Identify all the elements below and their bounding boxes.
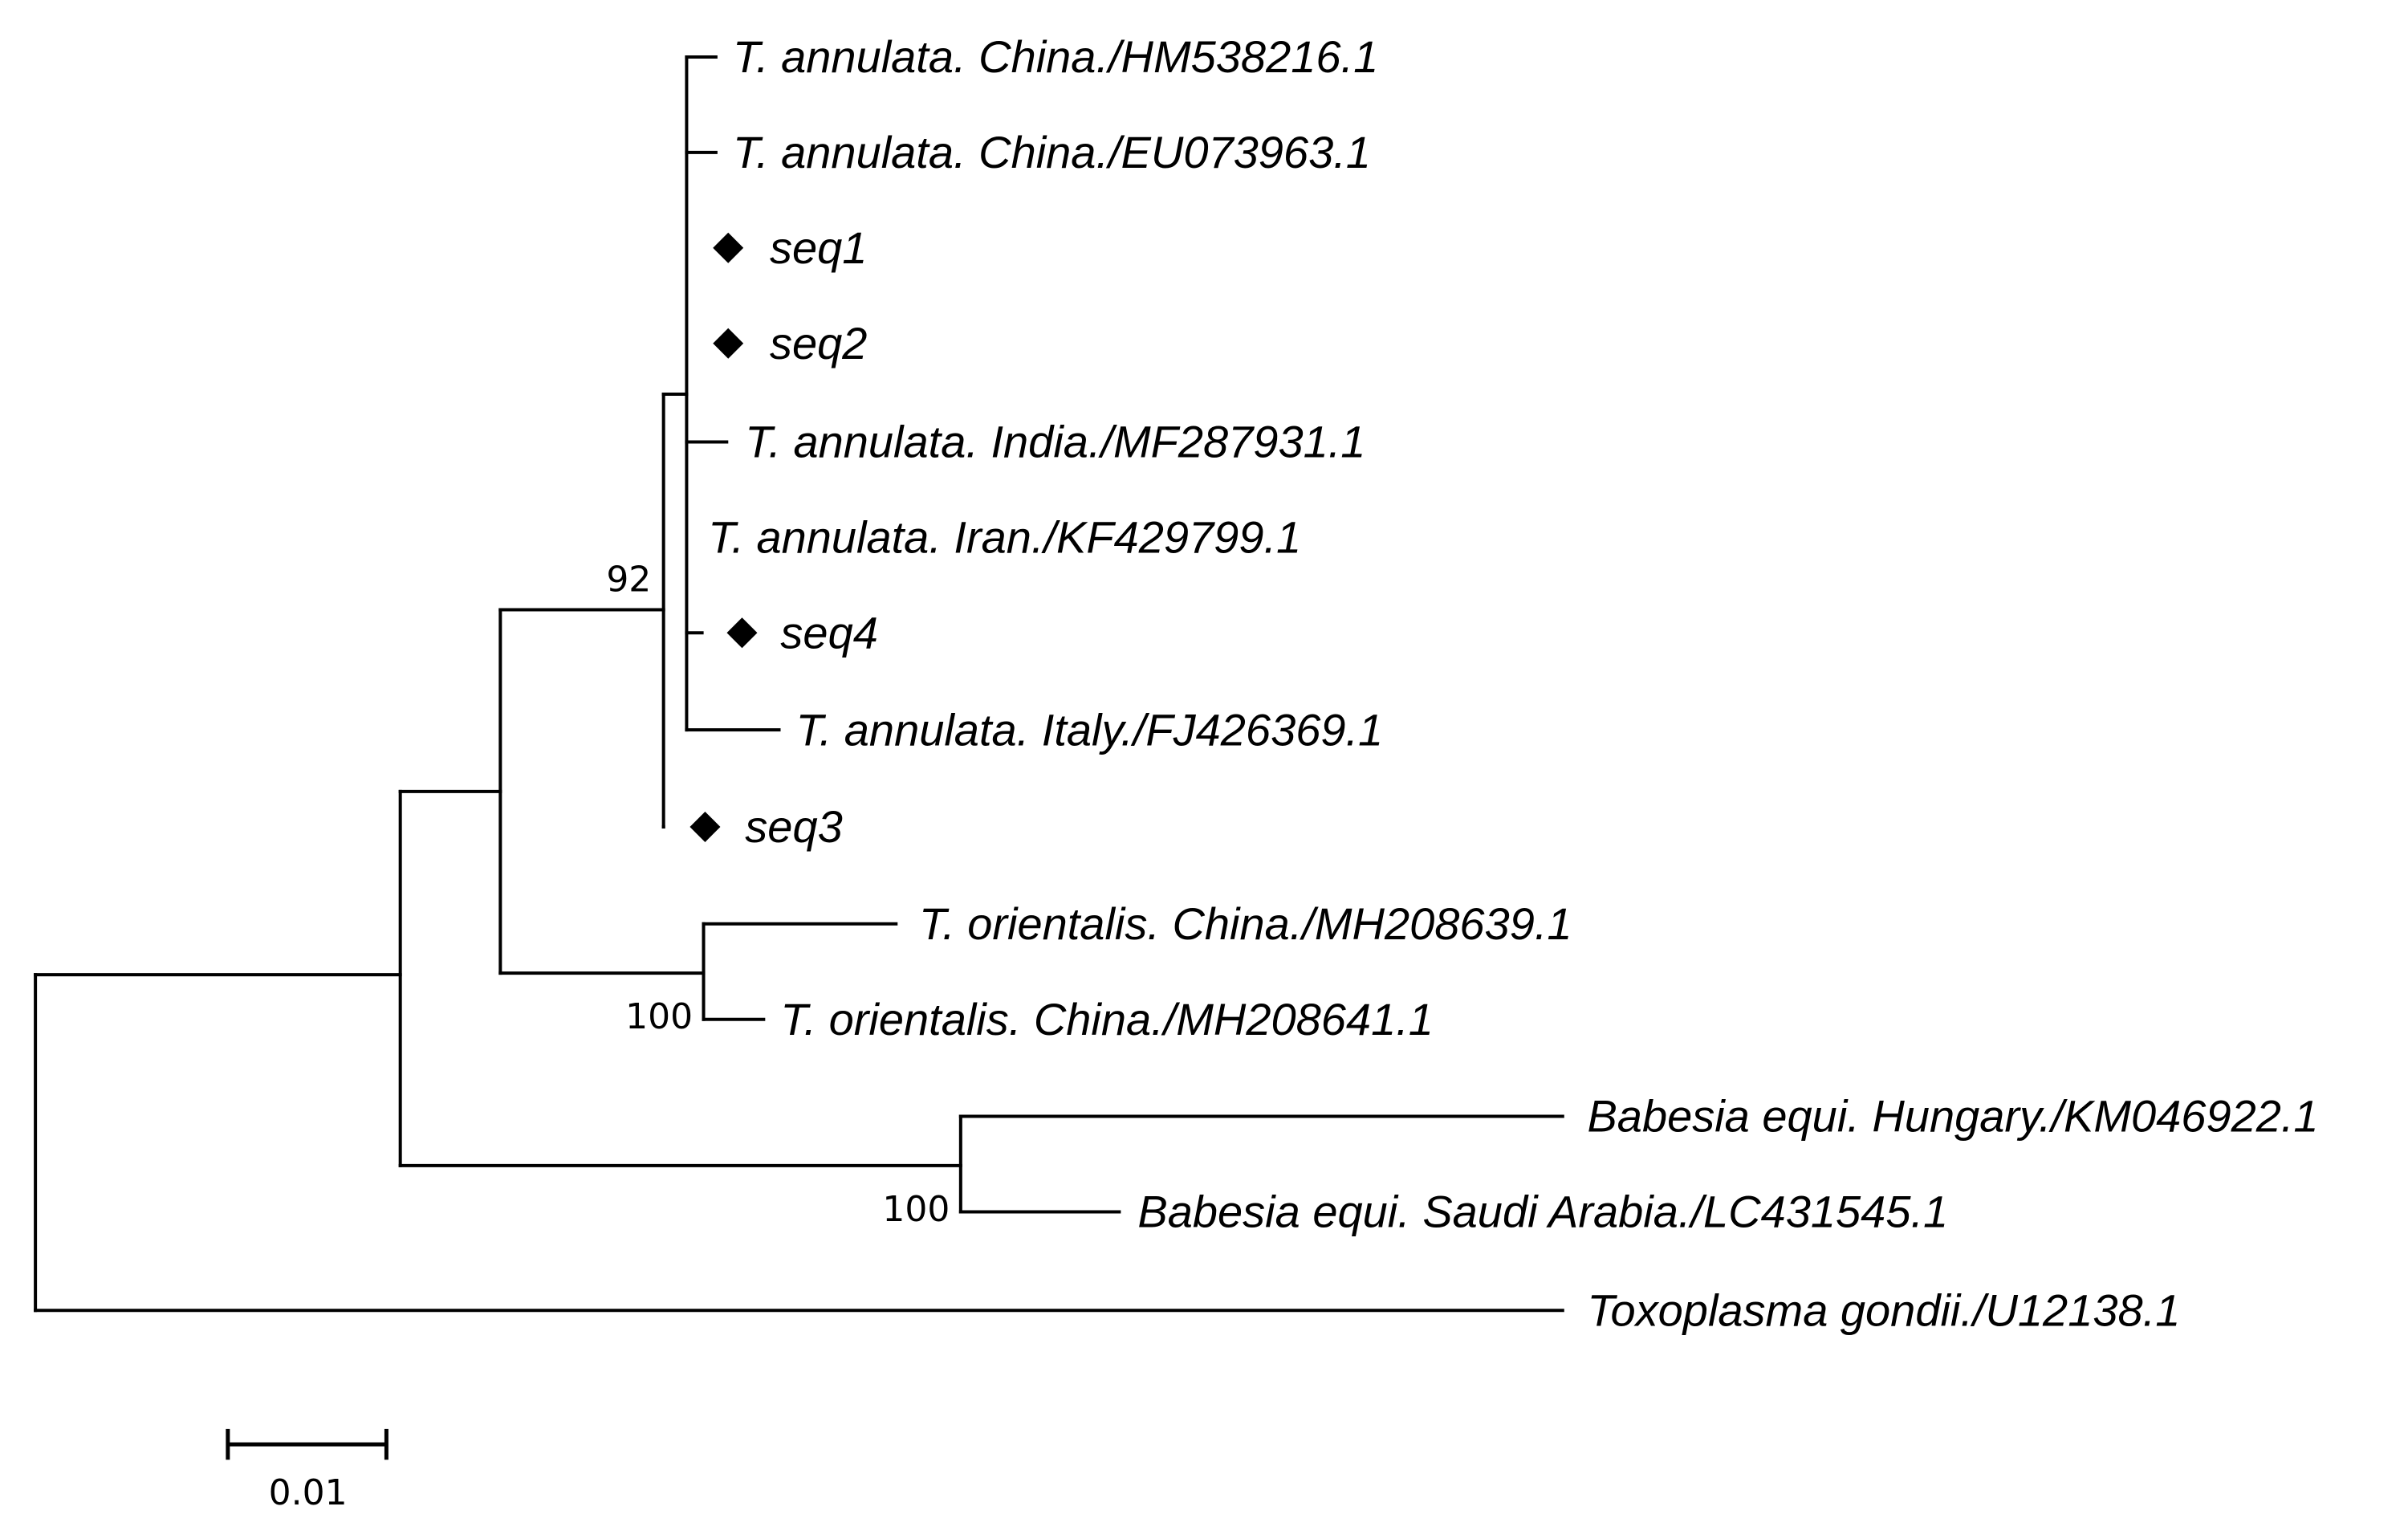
- diamond-marker-icon: [726, 617, 758, 649]
- leaf-label-l5: T. annulata. India./MF287931.1: [745, 417, 1365, 467]
- leaf-label-l2: T. annulata. China./EU073963.1: [733, 127, 1371, 177]
- leaf-label-l6: T. annulata. Iran./KF429799.1: [708, 512, 1301, 563]
- diamond-marker-icon: [713, 232, 744, 263]
- leaf-label-l3: seq1: [770, 222, 867, 273]
- sequence-markers: [689, 232, 758, 842]
- leaf-label-l14: Toxoplasma gondii./U12138.1: [1587, 1285, 2180, 1335]
- tree-branches: [34, 55, 1564, 1313]
- leaf-label-l8: T. annulata. Italy./FJ426369.1: [796, 704, 1384, 755]
- diamond-marker-icon: [713, 328, 744, 359]
- scale-bar: 0.01: [226, 1428, 388, 1513]
- leaf-label-l10: T. orientalis. China./MH208639.1: [919, 898, 1572, 949]
- leaf-label-l11: T. orientalis. China./MH208641.1: [780, 994, 1434, 1044]
- leaf-label-l12: Babesia equi. Hungary./KM046922.1: [1587, 1091, 2318, 1142]
- leaf-label-l13: Babesia equi. Saudi Arabia./LC431545.1: [1137, 1187, 1948, 1237]
- leaf-label-l9: seq3: [745, 801, 842, 852]
- bootstrap-value-babesia-clade: 100: [882, 1189, 950, 1230]
- scale-bar-label: 0.01: [269, 1472, 348, 1513]
- bootstrap-values: 92 100 100: [606, 560, 950, 1230]
- bootstrap-value-t-annulata-clade: 92: [606, 560, 651, 601]
- leaf-label-l1: T. annulata. China./HM538216.1: [733, 31, 1378, 82]
- bootstrap-value-t-orientalis-clade: 100: [625, 996, 693, 1037]
- leaf-label-l4: seq2: [770, 318, 867, 368]
- diamond-marker-icon: [689, 811, 721, 842]
- leaf-labels: T. annulata. China./HM538216.1 T. annulat…: [708, 31, 2318, 1335]
- leaf-label-l7: seq4: [780, 607, 877, 658]
